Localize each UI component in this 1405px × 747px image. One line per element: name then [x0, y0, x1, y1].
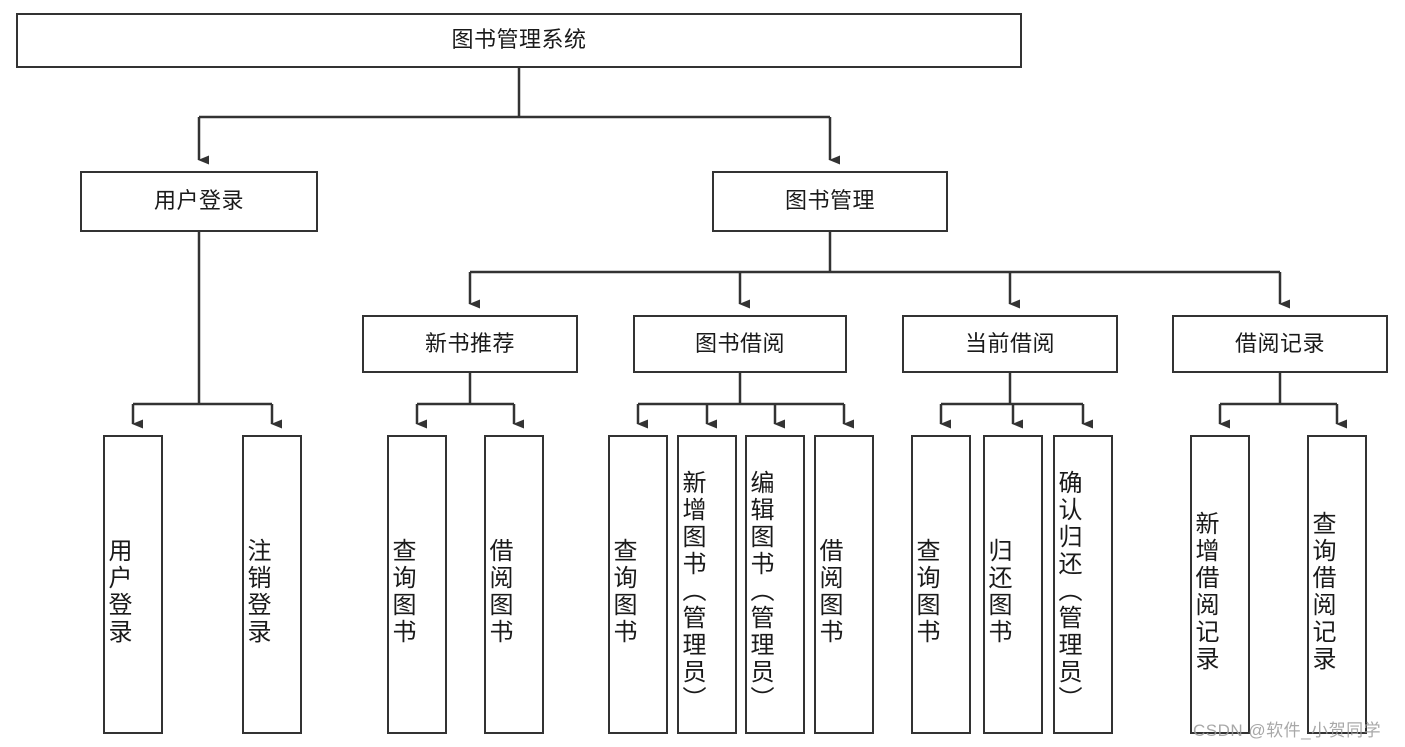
node-label: 借阅图书 [485, 537, 512, 646]
node-label: 注销登录 [243, 537, 270, 646]
node-label: 用户登录 [153, 188, 244, 214]
node-label: 归还图书 [984, 537, 1011, 646]
node-leaf-logout-login[interactable]: 注销登录 [242, 435, 302, 734]
node-user-login[interactable]: 用户登录 [80, 171, 318, 232]
connector-lines [131, 68, 1347, 429]
node-leaf-query-book-3[interactable]: 查询图书 [911, 435, 971, 734]
node-label: 编辑图书（管理员） [746, 470, 773, 713]
node-system-title[interactable]: 图书管理系统 [16, 13, 1022, 68]
node-new-book-recommend[interactable]: 新书推荐 [362, 315, 578, 373]
node-label: 新增图书（管理员） [678, 470, 705, 713]
node-leaf-query-book-2[interactable]: 查询图书 [608, 435, 668, 734]
node-label: 查询图书 [388, 537, 415, 646]
node-label: 图书管理系统 [451, 27, 587, 53]
node-label: 借阅图书 [815, 537, 842, 646]
node-leaf-confirm-return[interactable]: 确认归还（管理员） [1053, 435, 1113, 734]
node-current-borrow[interactable]: 当前借阅 [902, 315, 1118, 373]
node-leaf-add-borrow-record[interactable]: 新增借阅记录 [1190, 435, 1250, 734]
node-leaf-user-login[interactable]: 用户登录 [103, 435, 163, 734]
node-label: 确认归还（管理员） [1054, 470, 1081, 713]
node-label: 当前借阅 [964, 330, 1055, 356]
node-leaf-borrow-book-1[interactable]: 借阅图书 [484, 435, 544, 734]
node-leaf-query-book-1[interactable]: 查询图书 [387, 435, 447, 734]
node-leaf-query-borrow-record[interactable]: 查询借阅记录 [1307, 435, 1367, 734]
node-book-management[interactable]: 图书管理 [712, 171, 948, 232]
node-label: 新增借阅记录 [1191, 510, 1218, 673]
node-leaf-add-book[interactable]: 新增图书（管理员） [677, 435, 737, 734]
node-leaf-return-book[interactable]: 归还图书 [983, 435, 1043, 734]
node-label: 用户登录 [104, 537, 131, 646]
node-label: 查询图书 [912, 537, 939, 646]
watermark: CSDN @软件_小贺同学 [1193, 721, 1382, 740]
node-book-borrow[interactable]: 图书借阅 [633, 315, 847, 373]
node-leaf-edit-book[interactable]: 编辑图书（管理员） [745, 435, 805, 734]
node-label: 查询借阅记录 [1308, 510, 1335, 673]
node-label: 新书推荐 [424, 330, 515, 356]
node-borrow-record[interactable]: 借阅记录 [1172, 315, 1388, 373]
node-label: 借阅记录 [1234, 330, 1325, 356]
node-label: 图书借阅 [694, 330, 785, 356]
node-label: 图书管理 [784, 188, 875, 214]
node-leaf-borrow-book-2[interactable]: 借阅图书 [814, 435, 874, 734]
node-label: 查询图书 [609, 537, 636, 646]
